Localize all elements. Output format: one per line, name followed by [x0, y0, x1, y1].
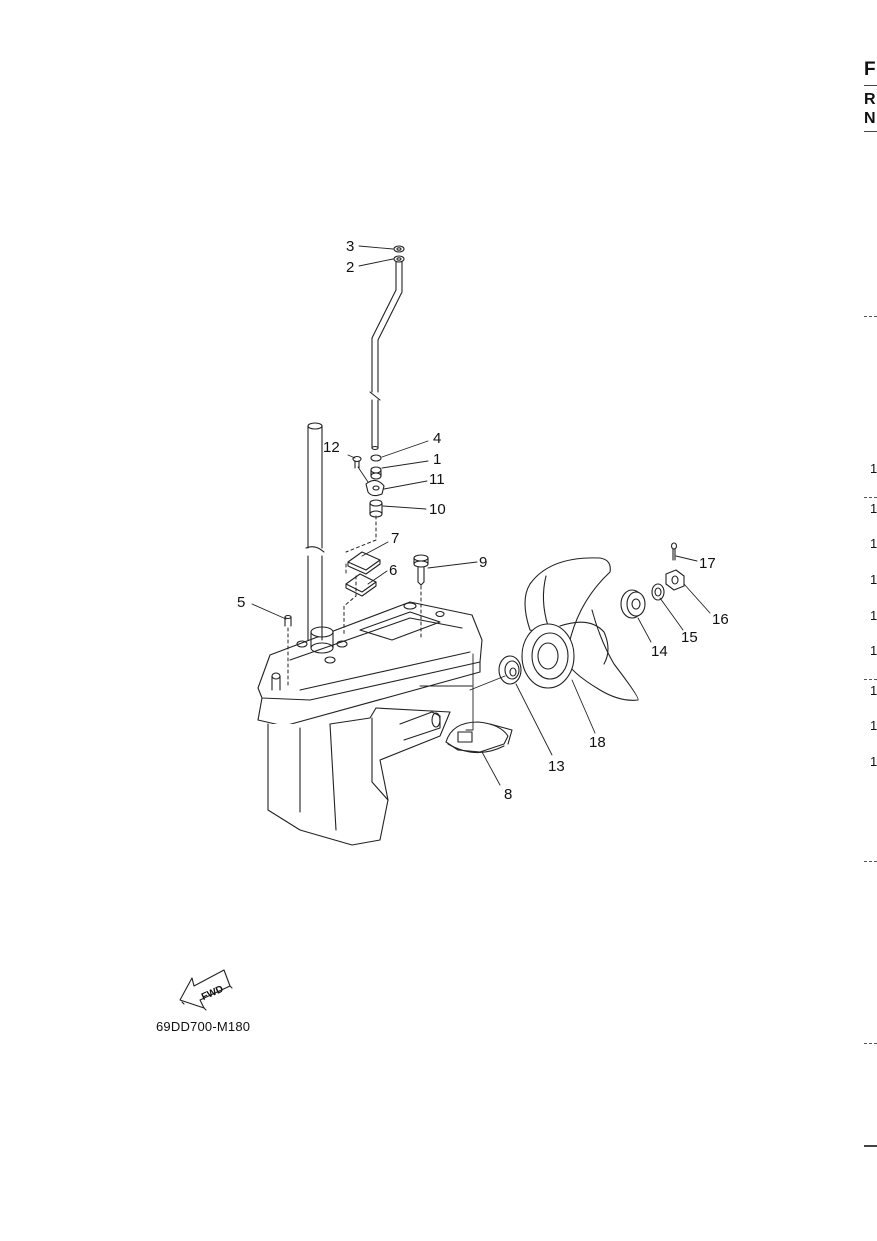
callout-16: 16 — [712, 611, 729, 628]
callout-1: 1 — [433, 451, 441, 468]
callout-5: 5 — [237, 594, 245, 611]
nut-16 — [665, 569, 685, 591]
callout-4: 4 — [433, 430, 441, 447]
callout-8: 8 — [504, 786, 512, 803]
callout-10: 10 — [429, 501, 446, 518]
callout-14: 14 — [651, 643, 668, 660]
callout-12: 12 — [323, 439, 340, 456]
margin-rule — [864, 85, 877, 86]
leader-lines — [251, 245, 711, 786]
margin-row-number: 1 — [870, 718, 877, 733]
callout-17: 17 — [699, 555, 716, 572]
margin-rule — [864, 131, 877, 132]
margin-row-number: 1 — [870, 536, 877, 551]
margin-divider — [864, 316, 877, 317]
callout-2: 2 — [346, 259, 354, 276]
screw-12 — [352, 455, 362, 469]
margin-header-2: R — [864, 91, 876, 108]
grommet-and-collar — [365, 479, 385, 518]
margin-row-number: 1 — [870, 461, 877, 476]
bolt-9 — [413, 554, 429, 586]
spacer-14 — [620, 589, 646, 619]
thrust-washer-13 — [498, 655, 522, 685]
drive-shaft — [305, 422, 325, 641]
callout-numbers: 3 2 4 12 1 11 10 7 6 9 5 17 16 15 14 18 … — [237, 238, 729, 803]
lower-casing — [257, 601, 483, 846]
margin-divider — [864, 679, 877, 680]
callout-6: 6 — [389, 562, 397, 579]
propeller-18 — [521, 557, 639, 701]
margin-row-number: 1 — [870, 643, 877, 658]
callout-13: 13 — [548, 758, 565, 775]
callout-11: 11 — [429, 471, 445, 488]
margin-divider — [864, 1043, 877, 1044]
assembly-lines — [287, 515, 422, 687]
washer-15 — [651, 583, 665, 601]
water-tube — [369, 245, 405, 480]
margin-row-number: 1 — [870, 501, 877, 516]
margin-header-1: F — [864, 59, 876, 80]
margin-row-number: 1 — [870, 683, 877, 698]
callout-15: 15 — [681, 629, 698, 646]
margin-row-number: 1 — [870, 572, 877, 587]
margin-divider — [864, 497, 877, 498]
callout-3: 3 — [346, 238, 354, 255]
fwd-arrow-icon — [179, 969, 233, 1011]
callout-18: 18 — [589, 734, 606, 751]
margin-rule — [864, 1145, 877, 1147]
margin-divider — [864, 861, 877, 862]
callout-7: 7 — [391, 530, 399, 547]
callout-9: 9 — [479, 554, 487, 571]
rubber-pads — [345, 551, 381, 597]
diagram-part-code: 69DD700-M180 — [156, 1019, 251, 1034]
anode-8 — [445, 721, 513, 754]
margin-row-number: 1 — [870, 608, 877, 623]
margin-row-number: 1 — [870, 754, 877, 769]
pin-5 — [284, 614, 292, 627]
margin-header-3: N — [864, 110, 876, 127]
cotter-pin-17 — [670, 542, 678, 561]
